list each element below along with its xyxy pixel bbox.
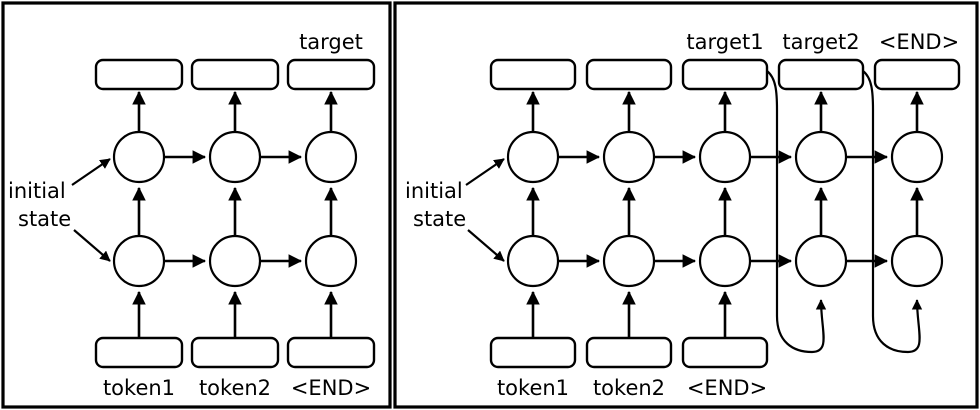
rnn-cell-upper[interactable] [602,130,656,184]
output-box-end[interactable] [873,58,961,91]
rnn-cell-lower[interactable] [698,234,752,288]
rnn-cell-lower[interactable] [112,234,166,288]
top-label-target1: target1 [686,30,763,54]
initial-state-label-line2: state [413,207,466,231]
output-box[interactable] [585,58,673,91]
right-panel: initial state target1 target2 <END> toke… [405,30,961,400]
top-label-target2: target2 [782,30,859,54]
bottom-label-end: <END> [687,376,767,400]
top-label-end: <END> [879,30,959,54]
right-panel-border [393,1,979,409]
rnn-cell-upper[interactable] [208,130,262,184]
output-box[interactable] [286,58,376,91]
right-feedback-loops [766,70,923,354]
feedback-loop-target2 [862,70,923,354]
right-input-boxes [489,336,769,369]
right-initial-state-arrows [465,158,505,262]
rnn-cell-upper[interactable] [304,130,358,184]
input-box[interactable] [286,336,376,369]
top-label-target: target [299,30,363,54]
left-panel-border [1,1,392,409]
rnn-cell-upper[interactable] [890,130,944,184]
left-upper-to-output-edges [132,90,338,132]
bottom-label-token2: token2 [199,376,271,400]
left-input-to-lower-edges [132,290,338,338]
input-box[interactable] [190,336,280,369]
rnn-cell-lower[interactable] [794,234,848,288]
left-lower-to-upper-edges [132,186,338,236]
output-box-target2[interactable] [777,58,865,91]
edge-initial-state-lower [73,229,111,262]
rnn-cell-lower[interactable] [506,234,560,288]
bottom-label-token1: token1 [103,376,175,400]
left-panel: initial state target token1 token2 <END> [8,30,376,400]
bottom-label-end: <END> [291,376,371,400]
right-upper-to-output-edges [526,90,924,132]
bottom-label-token1: token1 [497,376,569,400]
rnn-cell-lower[interactable] [304,234,358,288]
feedback-loop-target1 [766,70,827,354]
rnn-cell-upper[interactable] [794,130,848,184]
output-box[interactable] [94,58,184,91]
rnn-cell-lower[interactable] [890,234,944,288]
left-input-boxes [94,336,376,369]
right-input-to-lower-edges [526,290,732,338]
bottom-label-token2: token2 [593,376,665,400]
right-rnn-cells [506,130,944,288]
input-box[interactable] [489,336,577,369]
input-box[interactable] [94,336,184,369]
left-rnn-cells [112,130,358,288]
edge-initial-state-lower [467,229,505,262]
rnn-cell-upper[interactable] [506,130,560,184]
right-output-boxes [489,58,961,91]
input-box[interactable] [681,336,769,369]
left-output-boxes [94,58,376,91]
edge-initial-state-upper [465,158,505,186]
output-box[interactable] [190,58,280,91]
rnn-cell-lower[interactable] [602,234,656,288]
rnn-cell-upper[interactable] [112,130,166,184]
initial-state-label-line1: initial [8,179,66,203]
initial-state-label-line1: initial [405,179,463,203]
right-lower-to-upper-edges [526,186,924,236]
edge-initial-state-upper [71,158,111,186]
rnn-cell-upper[interactable] [698,130,752,184]
initial-state-label-line2: state [18,207,71,231]
left-initial-state-arrows [71,158,111,262]
rnn-cell-lower[interactable] [208,234,262,288]
output-box[interactable] [489,58,577,91]
output-box-target1[interactable] [681,58,769,91]
input-box[interactable] [585,336,673,369]
